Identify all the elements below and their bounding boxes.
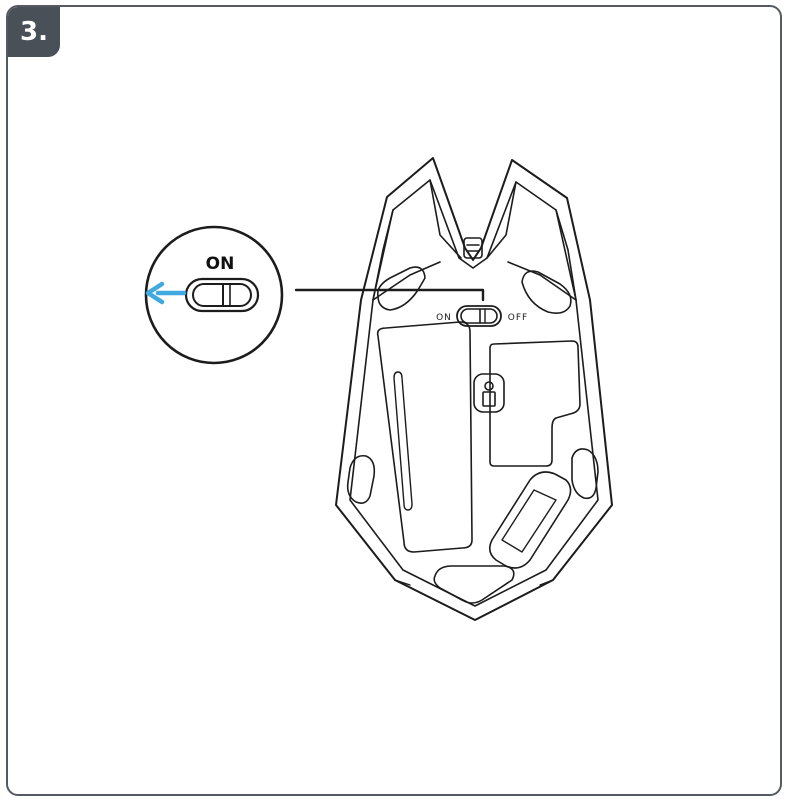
callout-magnifier: [144, 225, 284, 365]
optical-sensor: [473, 373, 505, 413]
mouse-body: [335, 157, 613, 621]
glide-foot-left: [346, 454, 376, 504]
switch-on-label: ON: [436, 313, 452, 323]
slide-left-arrow-icon: [145, 281, 187, 305]
receiver-storage-slot: [488, 471, 572, 569]
glide-foot-bottom: [433, 565, 515, 604]
callout-on-label: ON: [206, 254, 235, 274]
battery-cover-left: [376, 321, 473, 553]
step-number-badge: 3.: [8, 7, 60, 57]
power-switch[interactable]: [456, 305, 502, 327]
instruction-panel: 3.: [6, 5, 782, 796]
glide-foot-right: [571, 448, 599, 500]
glide-foot-top-left: [376, 266, 426, 311]
switch-off-label: OFF: [508, 313, 528, 323]
scroll-wheel: [463, 237, 483, 259]
bottom-cover-right: [489, 340, 581, 467]
callout-leader-line: [294, 288, 485, 302]
glide-foot-top-right: [521, 270, 572, 314]
